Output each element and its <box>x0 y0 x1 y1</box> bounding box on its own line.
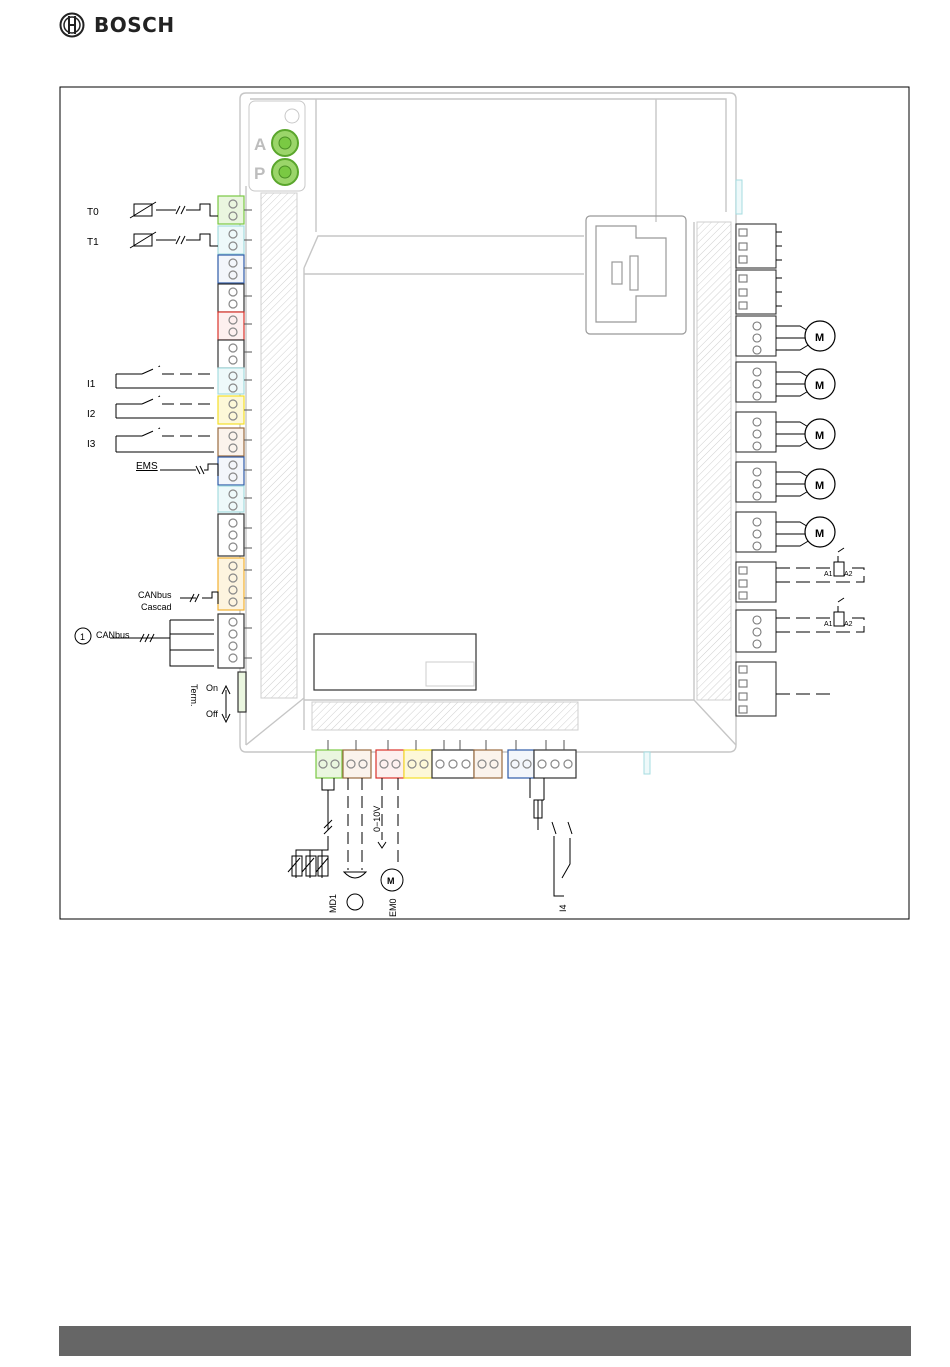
label-canbus-cascade-line2: Cascad <box>141 602 172 612</box>
label-canbus-cascade-line1: CANbus <box>138 590 172 600</box>
selector-a-label: A <box>254 135 266 154</box>
label-em0: EM0 <box>388 898 398 917</box>
relay-a2-label-2: A2 <box>844 621 853 628</box>
display-inner <box>426 662 474 686</box>
label-i2: I2 <box>87 409 96 420</box>
motor-label-3: M <box>815 430 824 442</box>
label-canbus: CANbus <box>96 630 130 640</box>
left-terminal-strip <box>218 196 252 712</box>
fuse-holder <box>586 216 686 334</box>
side-connector <box>736 180 742 214</box>
relay-a1-label-2: A1 <box>824 621 833 628</box>
label-ems: EMS <box>136 461 158 472</box>
label-i4: I4 <box>558 904 568 912</box>
diagram-frame <box>60 87 909 919</box>
label-term: Term. <box>189 684 199 707</box>
label-t1: T1 <box>87 237 99 248</box>
motor-label-4: M <box>815 480 824 492</box>
label-term-off: Off <box>206 709 218 719</box>
em0-motor-label: M <box>387 876 395 886</box>
left-hatched-panel <box>261 193 297 698</box>
motor-label-5: M <box>815 528 824 540</box>
footer-bar <box>59 1326 911 1356</box>
callout-1: 1 <box>80 632 85 642</box>
motor-label-2: M <box>815 380 824 392</box>
right-hatched-panel <box>697 222 731 700</box>
motor-label-1: M <box>815 332 824 344</box>
motor-group: M M M M M <box>805 321 835 547</box>
bottom-connector <box>644 752 650 774</box>
selector-panel: A P <box>249 101 305 191</box>
label-0-10v: 0−10V <box>372 806 382 832</box>
right-terminal-strip <box>736 224 776 716</box>
label-i3: I3 <box>87 439 96 450</box>
bottom-hatched-panel <box>312 702 578 730</box>
bottom-wiring <box>288 778 572 910</box>
selector-p-label: P <box>254 164 265 183</box>
label-term-on: On <box>206 683 218 693</box>
label-t0: T0 <box>87 207 99 218</box>
bottom-terminal-strip <box>316 740 576 778</box>
em0-motor-icon: M <box>387 876 395 886</box>
relay-a2-label-1: A2 <box>844 571 853 578</box>
label-i1: I1 <box>87 379 96 390</box>
relay-a1-label-1: A1 <box>824 571 833 578</box>
label-md1: MD1 <box>328 894 338 913</box>
